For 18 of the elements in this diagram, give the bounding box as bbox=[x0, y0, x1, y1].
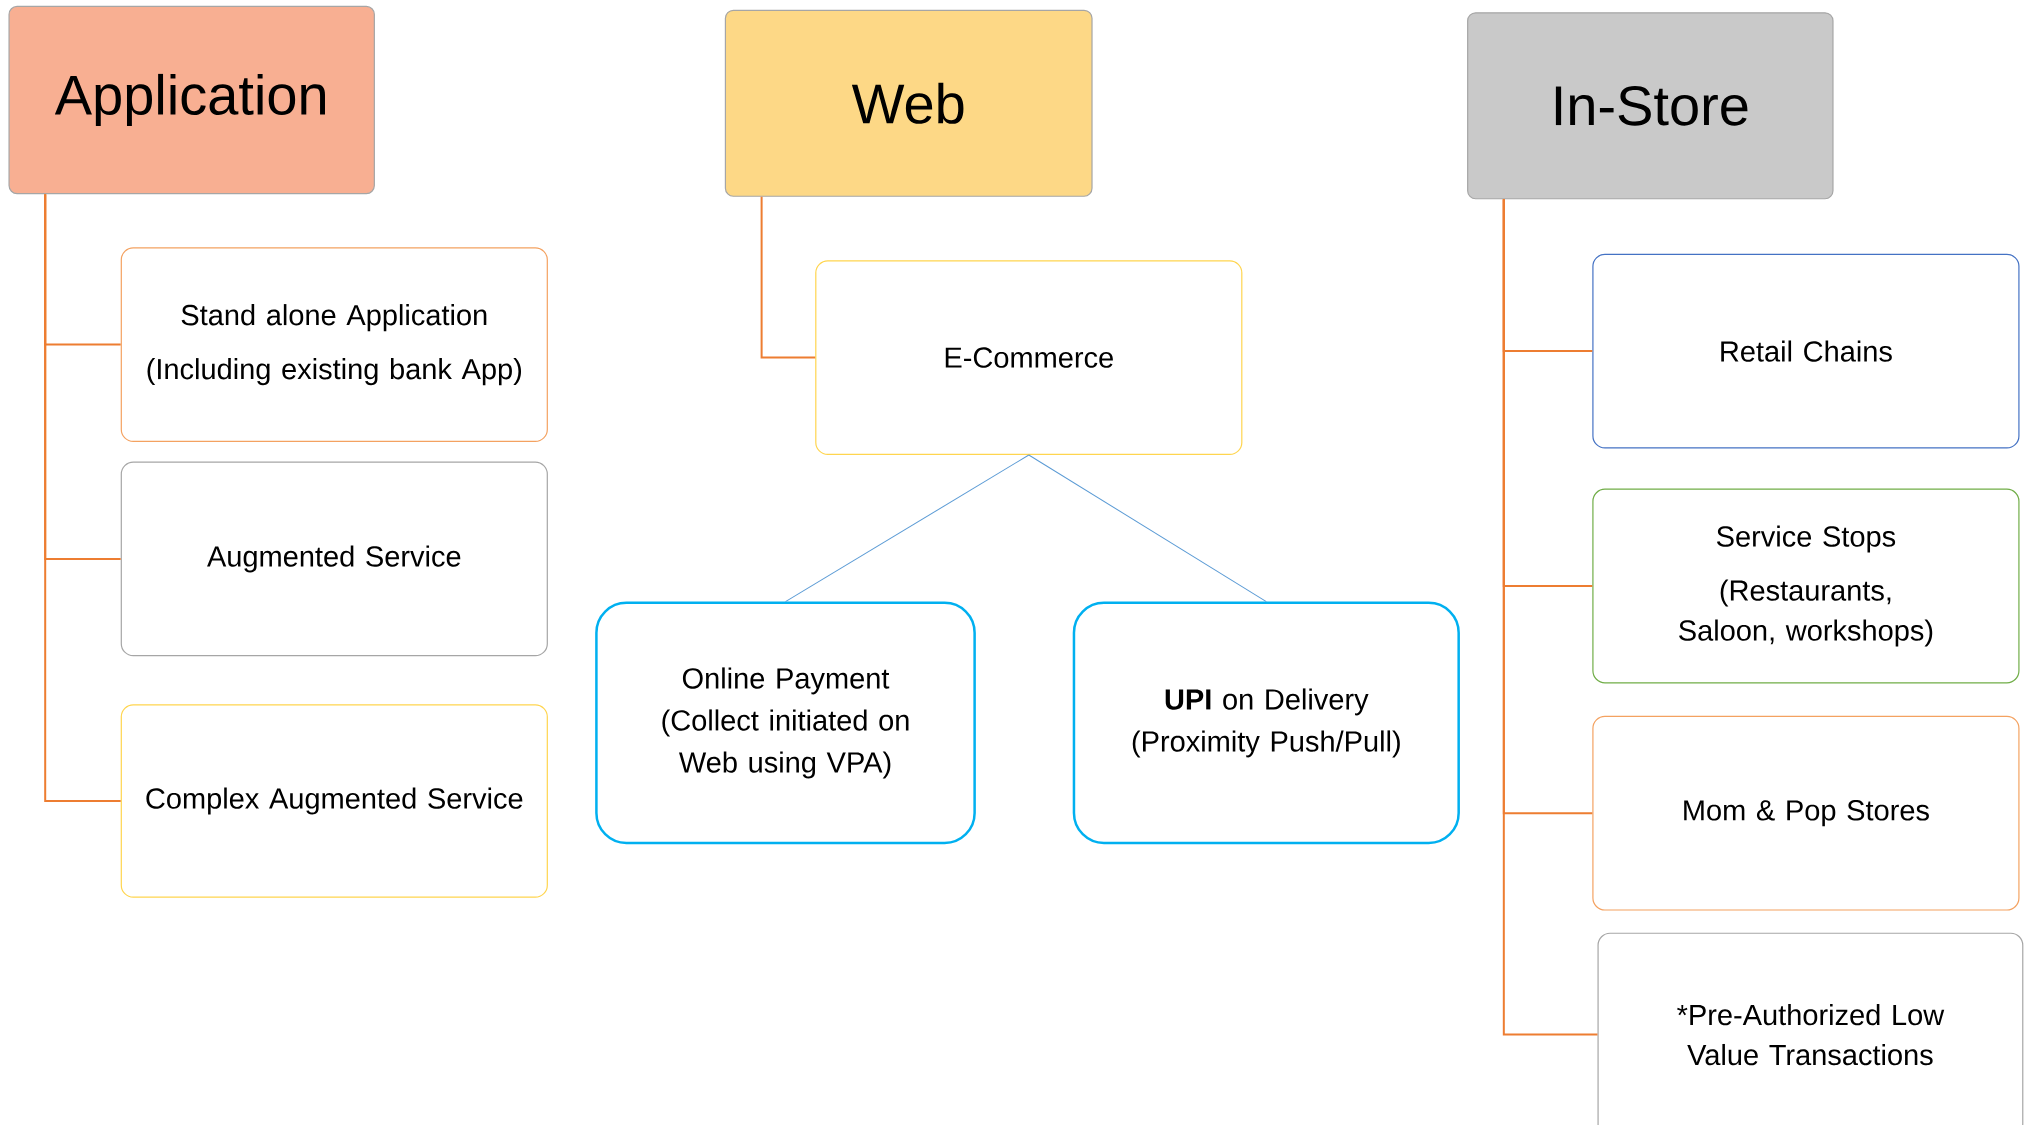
item-box: Complex Augmented Service bbox=[120, 704, 548, 898]
category-box: Application bbox=[8, 5, 375, 195]
connector-line bbox=[1502, 198, 1599, 1036]
item-box: Retail Chains bbox=[1592, 253, 2020, 449]
item-box: UPI on Delivery (Proximity Push/Pull) bbox=[1072, 601, 1460, 845]
item-box: E-Commerce bbox=[815, 260, 1243, 455]
connector-line bbox=[1028, 454, 1267, 603]
item-box: Stand alone Application (Including existing bank App) bbox=[120, 247, 548, 442]
connector-line bbox=[785, 454, 1030, 603]
item-box: *Pre-Authorized Low Value Transactions bbox=[1597, 932, 2024, 1125]
item-box: Service Stops (Restaurants, Saloon, workshops) bbox=[1592, 488, 2020, 684]
category-box: Web bbox=[724, 9, 1093, 197]
item-box: Augmented Service bbox=[120, 461, 548, 657]
item-box: Online Payment (Collect initiated on Web using VPA) bbox=[595, 601, 976, 845]
item-box: Mom & Pop Stores bbox=[1592, 715, 2020, 911]
connector-line bbox=[44, 193, 122, 802]
category-box: In-Store bbox=[1467, 12, 1834, 200]
connector-line bbox=[760, 195, 817, 359]
